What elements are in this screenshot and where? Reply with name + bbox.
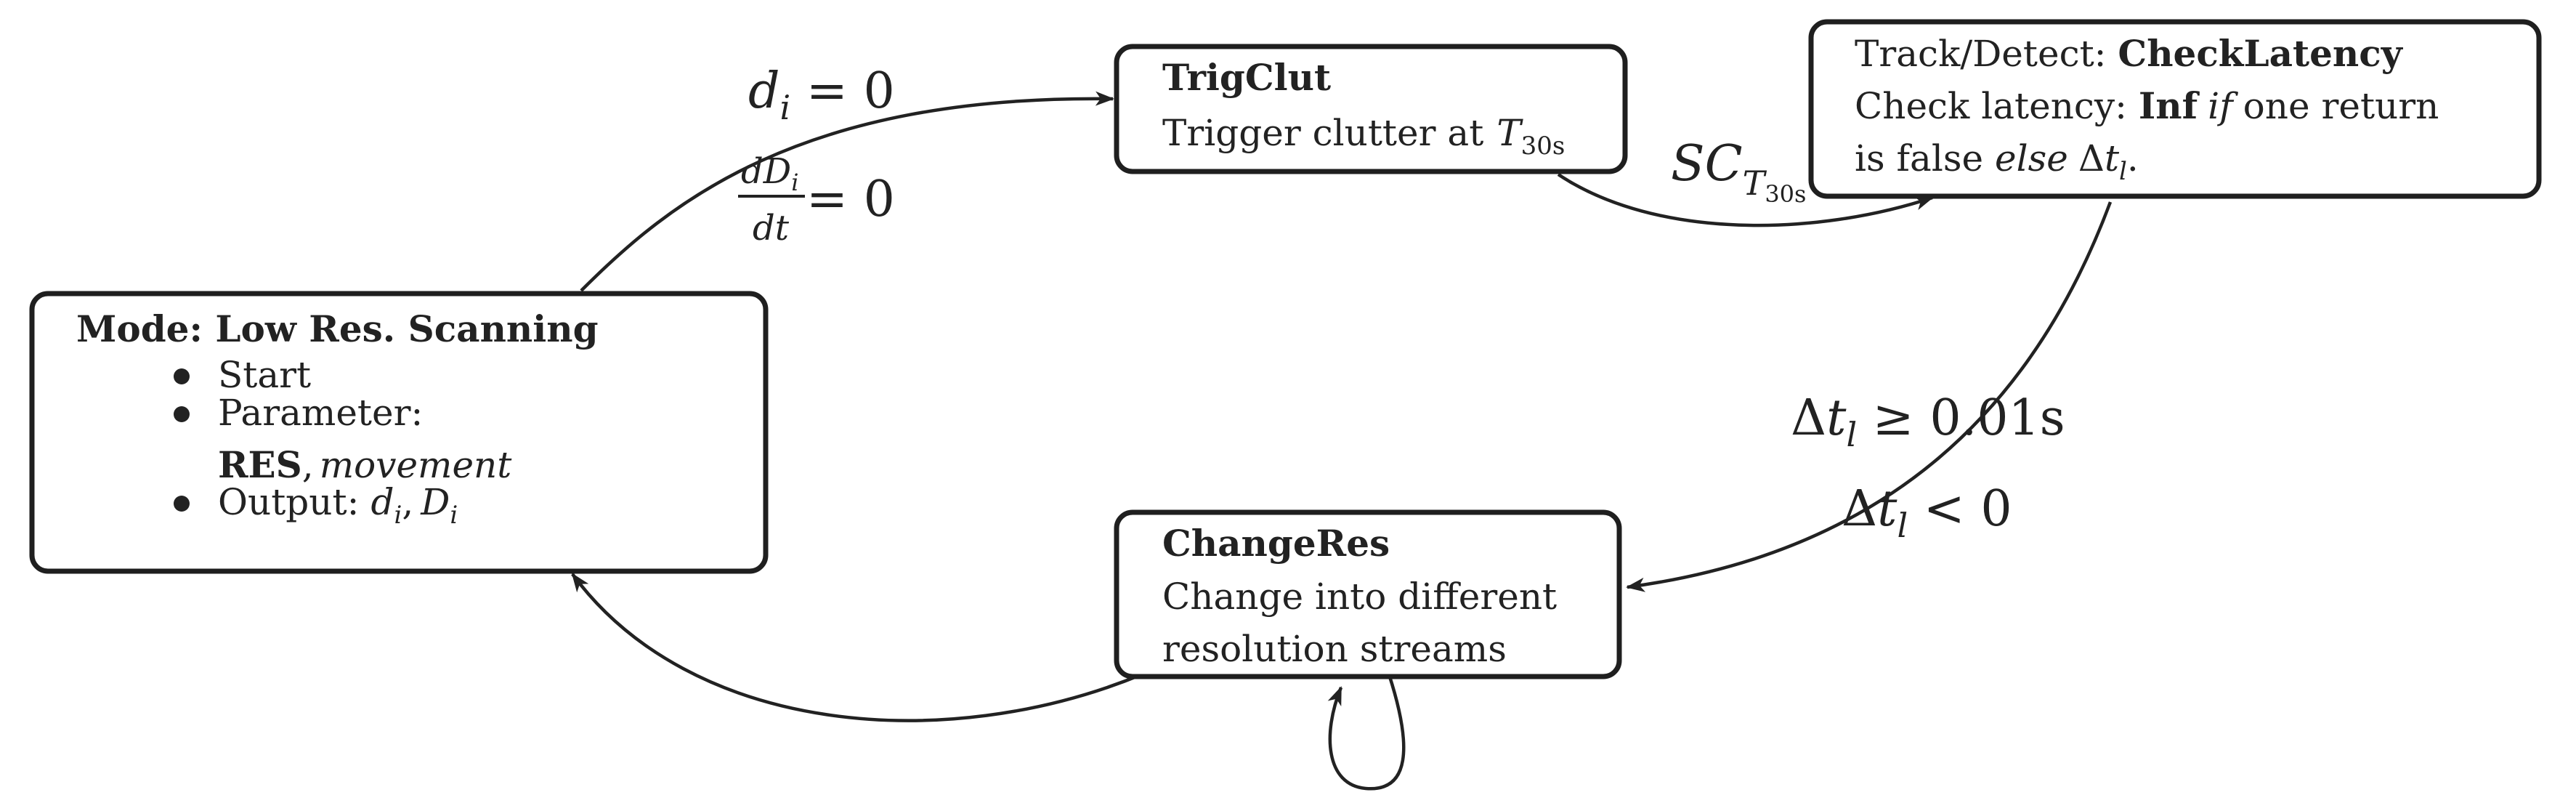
node-body: Change into different <box>1162 576 1557 618</box>
edge-label-latency-ge: Δtl ≥ 0.01s <box>1791 390 2065 454</box>
label-SC: SC <box>1671 135 1743 193</box>
node-body: Trigger clutter at T30s <box>1162 112 1565 161</box>
fraction-denominator: dt <box>753 208 790 249</box>
label2-rest: < 0 <box>1908 480 2012 538</box>
output-comma: , <box>402 481 413 523</box>
edge-trigclut-to-checklatency <box>1557 173 1934 227</box>
list-item: Start <box>218 354 311 396</box>
param-res: RES <box>218 443 302 486</box>
line3-sub: l <box>2119 157 2127 186</box>
line3-end: . <box>2127 137 2139 179</box>
list-item: Output:di,Di <box>218 481 458 530</box>
output-D-sub: i <box>450 501 458 530</box>
list-item: Parameter: <box>218 392 423 434</box>
label2-delta: Δ <box>1842 480 1877 538</box>
node-title: ChangeRes <box>1162 522 1390 565</box>
edge-changeres-to-mode <box>571 573 1143 722</box>
label2-t: t <box>1877 480 1897 538</box>
trigclut-text: Trigger clutter at <box>1162 112 1483 154</box>
line2-suffix: one return <box>2243 85 2439 127</box>
trigclut-T: T <box>1496 112 1523 154</box>
param-separator: , <box>302 444 314 486</box>
bullet-icon <box>174 496 190 512</box>
node-trigclut: TrigClut Trigger clutter at T30s <box>1114 44 1628 174</box>
label-eq-zero: = 0 <box>790 62 894 120</box>
trigclut-T-sub: 30s <box>1521 132 1566 161</box>
line3-prefix: is false <box>1855 137 1995 179</box>
line3-italic: else <box>1995 137 2068 179</box>
label1-delta: Δ <box>1791 390 1826 447</box>
numerator-text: dD <box>741 151 791 192</box>
edge-changeres-self-loop <box>1327 674 1406 791</box>
edge-label-di-zero: di = 0 <box>748 62 895 127</box>
label-d-sub: i <box>780 88 791 127</box>
bullet-icon <box>174 406 190 422</box>
label1-sub: l <box>1846 415 1857 454</box>
edge-mode-to-trigclut <box>580 91 1114 292</box>
label2-sub: l <box>1897 506 1908 545</box>
label-SC-subsub: 30s <box>1765 180 1806 208</box>
label1-rest: ≥ 0.01s <box>1857 390 2065 447</box>
node-checklatency: Track/Detect: CheckLatency Check latency… <box>1808 19 2542 199</box>
label-d: d <box>748 62 780 120</box>
output-d: d <box>370 481 394 523</box>
label1-t: t <box>1826 390 1847 447</box>
line3-delta: Δ <box>2078 137 2105 179</box>
line1-prefix: Track/Detect: <box>1855 33 2118 75</box>
param-movement: movement <box>320 444 513 486</box>
node-title: Mode: Low Res. Scanning <box>76 307 599 350</box>
edge-checklatency-to-changeres <box>1626 201 2113 592</box>
numerator-sub: i <box>791 169 798 196</box>
node-changeres: ChangeRes Change into different resoluti… <box>1114 509 1622 679</box>
node-body: resolution streams <box>1162 628 1507 670</box>
checklatency-line1: Track/Detect: CheckLatency <box>1855 32 2404 75</box>
node-title: TrigClut <box>1162 56 1331 99</box>
output-d-sub: i <box>394 501 402 530</box>
edge-label-dDi-dt-zero: dDi dt = 0 <box>738 151 895 249</box>
fraction-numerator: dDi <box>741 151 798 196</box>
output-label: Output: <box>218 481 359 523</box>
fraction-eq-zero: = 0 <box>806 171 895 228</box>
output-D: D <box>420 481 450 523</box>
edge-label-sc: SCT30s <box>1671 135 1806 208</box>
line3-t: t <box>2105 137 2120 179</box>
bullet-icon <box>174 368 190 384</box>
line2-prefix: Check latency: <box>1855 85 2139 127</box>
edge-label-latency-lt: Δtl < 0 <box>1842 480 2012 545</box>
line1-bold: CheckLatency <box>2118 32 2403 75</box>
list-item-continuation: RES,movement <box>218 443 512 486</box>
node-mode-low-res-scanning: Mode: Low Res. Scanning Start Parameter:… <box>29 291 769 574</box>
label-SC-sub: T <box>1743 164 1767 203</box>
line2-bold: Inf <box>2139 84 2200 127</box>
